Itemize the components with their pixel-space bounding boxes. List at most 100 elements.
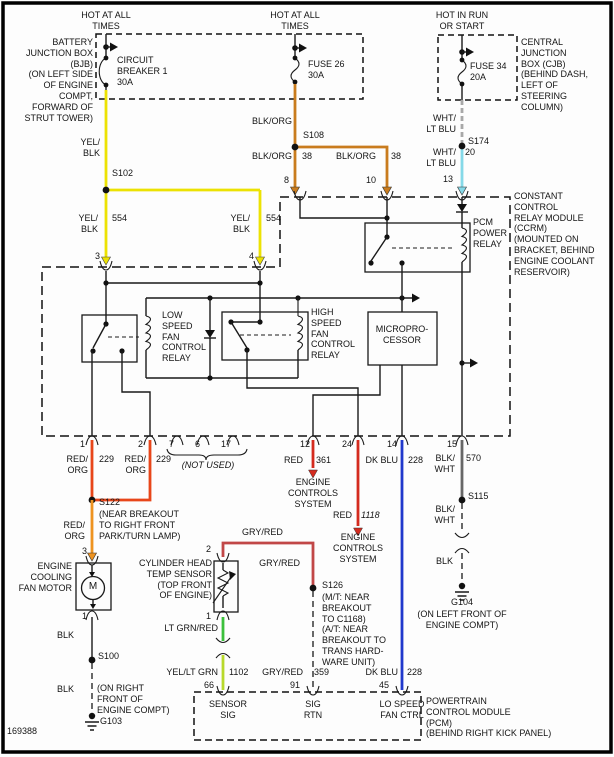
splice-s102-label: S102	[112, 168, 134, 178]
wire-label-dk-blu-b: DK BLU	[365, 667, 398, 677]
wire-label-yel-blk-b: YEL/ BLK	[78, 213, 98, 234]
splice-s100-dot	[88, 656, 96, 664]
cht-sensor-symbol	[212, 563, 236, 608]
splice-s115-label: S115	[468, 491, 489, 501]
pin-sensor-1: 1	[206, 611, 212, 621]
circuit-38b: 38	[391, 151, 402, 161]
wire-label-gry-red-c: GRY/RED	[262, 667, 303, 677]
pin-24: 24	[342, 439, 353, 449]
circuit-570: 570	[466, 453, 482, 463]
wire-label-yel-lt-grn: YEL/LT GRN	[166, 667, 218, 677]
cjb-label: CENTRAL JUNCTION BOX (CJB) (BEHIND DASH,…	[521, 37, 589, 112]
pin-7: 7	[169, 439, 175, 449]
splice-s108-dot	[291, 143, 299, 151]
pin-motor-3: 3	[82, 546, 88, 556]
splice-s100-label: S100	[98, 651, 120, 661]
pin-10: 10	[366, 175, 377, 185]
bjb-box	[95, 33, 364, 100]
wire-label-blk-wht-b: BLK/ WHT	[434, 504, 456, 525]
ccrm-label: CONSTANT CONTROL RELAY MODULE (CCRM) (MO…	[514, 191, 595, 277]
pin-2: 2	[138, 439, 144, 449]
pin-3: 3	[95, 251, 101, 261]
wire-label-lt-grn-red: LT GRN/RED	[164, 623, 218, 633]
pin-91: 91	[290, 680, 301, 690]
motor-m: M	[88, 581, 98, 592]
pin-15: 15	[447, 439, 458, 449]
high-speed-relay-box	[221, 311, 309, 361]
pcm-pin-sensor-sig: SENSOR SIG	[208, 699, 247, 720]
circuit-38a: 38	[302, 151, 313, 161]
splice-s108-label: S108	[303, 130, 325, 140]
ccrm-internal-wiring	[90, 197, 478, 461]
wire-label-red-org-c: RED/ ORG	[63, 520, 85, 541]
pin-6: 6	[195, 439, 201, 449]
splice-s115-dot	[458, 496, 466, 504]
pin-13: 13	[443, 174, 454, 184]
splice-s126-label: S126	[322, 580, 344, 590]
cht-sensor-label: CYLINDER HEAD TEMP SENSOR (TOP FRONT OF …	[138, 558, 212, 601]
splice-s174-dot	[458, 142, 466, 150]
fan-motor-box	[75, 562, 112, 611]
pcm-label: POWERTRAIN CONTROL MODULE (PCM) (BEHIND …	[426, 696, 552, 739]
fuse26-symbol	[290, 34, 307, 85]
ccrm-box	[41, 196, 511, 437]
low-speed-relay-label: LOW SPEED FAN CONTROL RELAY	[162, 310, 207, 364]
splice-s102-dot	[102, 186, 110, 194]
s126-note: (M/T: NEAR BREAKOUT TO C1168) (A/T: NEAR…	[322, 592, 387, 667]
circuit-361: 361	[316, 455, 332, 465]
bjb-label: BATTERY JUNCTION BOX (BJB) (ON LEFT SIDE…	[24, 37, 93, 123]
ground-g103-label: G103	[100, 716, 123, 726]
cht-sensor-box	[213, 560, 239, 613]
wire-label-red-b: RED	[332, 510, 352, 520]
circuit-breaker-symbol	[98, 34, 118, 92]
wire-label-wht-ltblu-a: WHT/ LT BLU	[426, 113, 456, 134]
circuit-229a: 229	[99, 454, 115, 464]
pcm-power-relay-box	[364, 222, 471, 273]
wire-label-blk-b: BLK	[56, 684, 74, 694]
g103-note: (ON RIGHT FRONT OF ENGINE COMPT)	[97, 683, 170, 715]
splice-s122-label: S122	[99, 497, 121, 507]
pcm-pin-sig-rtn: SIG RTN	[303, 699, 323, 720]
circuit-1102: 1102	[229, 667, 249, 677]
pin-1: 1	[80, 439, 86, 449]
circuit-554a: 554	[112, 213, 128, 223]
ground-g104-label: G104	[450, 597, 474, 607]
wire-label-gry-red-b: GRY/RED	[259, 558, 300, 568]
pin-sensor-2: 2	[206, 544, 212, 554]
pcm-box	[193, 691, 422, 741]
circuit-breaker-label: CIRCUIT BREAKER 1 30A	[117, 55, 168, 87]
pin-66: 66	[204, 680, 215, 690]
splice-s126-dot	[309, 584, 317, 592]
wire-label-blk-a: BLK	[56, 630, 74, 640]
wire-label-red-org-b: RED/ ORG	[124, 454, 146, 475]
low-speed-relay-box	[81, 314, 138, 363]
wire-red-org-pin2	[95, 440, 152, 502]
not-used-label: (NOT USED)	[181, 460, 235, 470]
wire-blk-org-pin10	[295, 145, 389, 188]
pin-12: 12	[300, 439, 311, 449]
wire-label-blk-wht-a: BLK/ WHT	[434, 453, 456, 474]
circuit-1118: 1118	[361, 510, 380, 520]
wire-label-yel-blk-c: YEL/ BLK	[230, 213, 250, 234]
microprocessor-label: MICROPRO- CESSOR	[375, 324, 429, 345]
circuit-359: 359	[314, 667, 330, 677]
pin-45: 45	[379, 680, 390, 690]
fuse34-label: FUSE 34 20A	[470, 61, 507, 82]
pin-8: 8	[284, 175, 290, 185]
wire-label-yel-blk-a: YEL/ BLK	[80, 137, 100, 158]
fan-motor-symbol	[80, 565, 106, 609]
fuse26-label: FUSE 26 30A	[308, 59, 345, 80]
wire-label-red-org-a: RED/ ORG	[66, 454, 88, 475]
s122-note: (NEAR BREAKOUT TO RIGHT FRONT PARK/TURN …	[99, 509, 181, 541]
diagram-id: 169388	[7, 726, 38, 736]
cjb-box	[437, 34, 518, 101]
pin-17: 17	[221, 439, 232, 449]
wire-label-gry-red-a: GRY/RED	[242, 527, 283, 537]
g104-note: (ON LEFT FRONT OF ENGINE COMPT)	[417, 609, 507, 630]
wire-label-blk-c: BLK	[435, 556, 453, 566]
circuit-228b: 228	[407, 667, 423, 677]
wire-label-blk-org-b: BLK/ORG	[252, 151, 293, 161]
